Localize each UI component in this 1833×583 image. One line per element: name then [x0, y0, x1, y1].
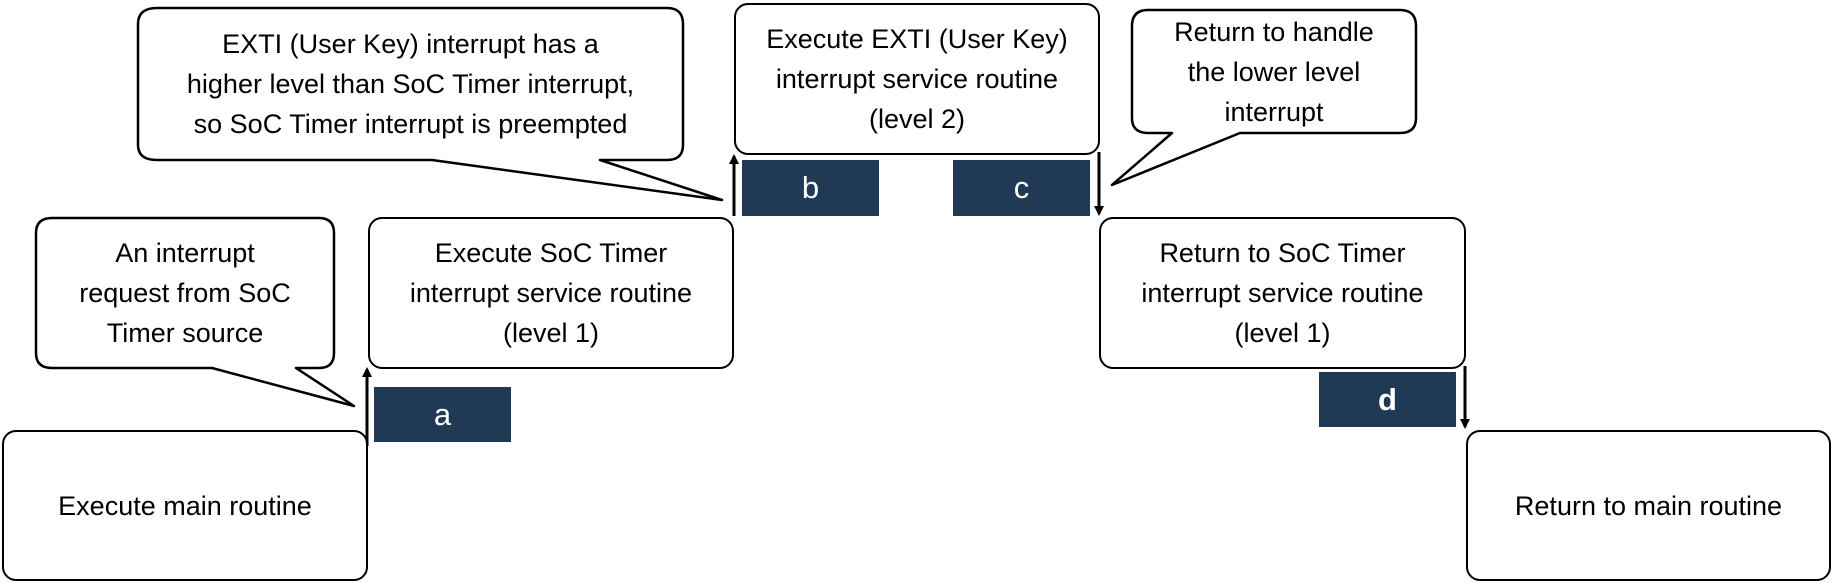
exti-isr-box: Execute EXTI (User Key) interrupt servic…	[734, 3, 1100, 155]
main-routine-box: Execute main routine	[2, 430, 368, 581]
main-routine-text: Execute main routine	[58, 490, 312, 521]
exti-isr-text: Execute EXTI (User Key) interrupt servic…	[766, 24, 1068, 134]
tag-b: b	[742, 160, 879, 216]
callout-return-lower-text: Return to handle the lower level interru…	[1174, 16, 1374, 127]
callout-interrupt-request-text: An interrupt request from SoC Timer sour…	[79, 238, 291, 348]
return-soc-timer-text: Return to SoC Timer interrupt service ro…	[1141, 238, 1424, 348]
return-soc-timer-box: Return to SoC Timer interrupt service ro…	[1099, 217, 1466, 369]
soc-timer-isr-box: Execute SoC Timer interrupt service rout…	[368, 217, 734, 369]
return-main-routine-text: Return to main routine	[1514, 490, 1783, 521]
soc-timer-isr-text: Execute SoC Timer interrupt service rout…	[409, 238, 693, 348]
tag-c: c	[953, 160, 1090, 216]
return-main-routine-box: Return to main routine	[1466, 430, 1831, 581]
tag-d: d	[1319, 372, 1456, 427]
tag-a: a	[374, 387, 511, 442]
callout-preemption-text: EXTI (User Key) interrupt has a higher l…	[186, 29, 635, 139]
